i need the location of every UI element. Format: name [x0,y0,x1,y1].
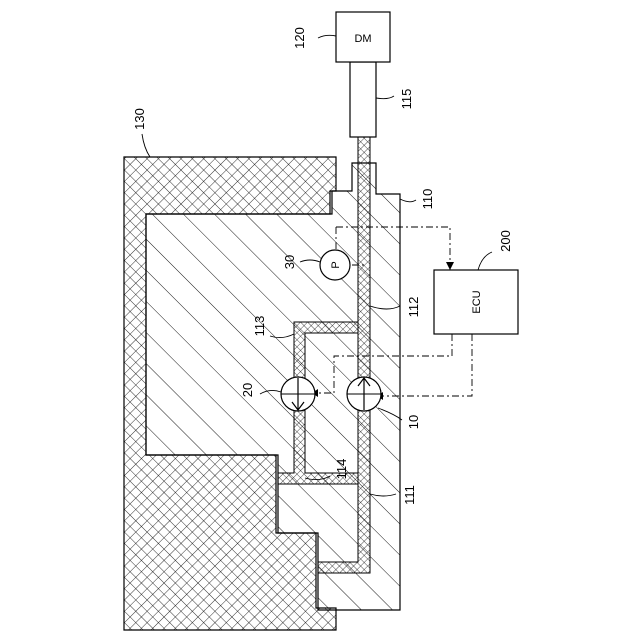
ref-block: 110 [400,189,435,210]
svg-text:200: 200 [498,230,513,252]
svg-text:113: 113 [252,316,267,337]
svg-text:30: 30 [282,255,297,269]
ref-ecu: 200 [478,230,513,270]
pressure-sensor-label: P [330,261,342,268]
shaft-115 [350,62,376,137]
svg-text:110: 110 [420,189,435,210]
ref-dm: 120 [292,27,336,49]
svg-text:114: 114 [334,459,349,480]
svg-text:112: 112 [406,297,421,318]
ref-shaft: 115 [376,89,414,110]
svg-text:20: 20 [240,383,255,397]
svg-text:10: 10 [406,415,421,429]
svg-text:130: 130 [132,108,147,130]
arrow-ecu [446,262,454,270]
svg-text:111: 111 [402,485,417,505]
ref-housing: 130 [132,108,150,157]
svg-text:120: 120 [292,27,307,49]
ecu-label: ECU [471,290,483,313]
svg-text:115: 115 [399,89,414,110]
dm-label: DM [354,33,371,45]
